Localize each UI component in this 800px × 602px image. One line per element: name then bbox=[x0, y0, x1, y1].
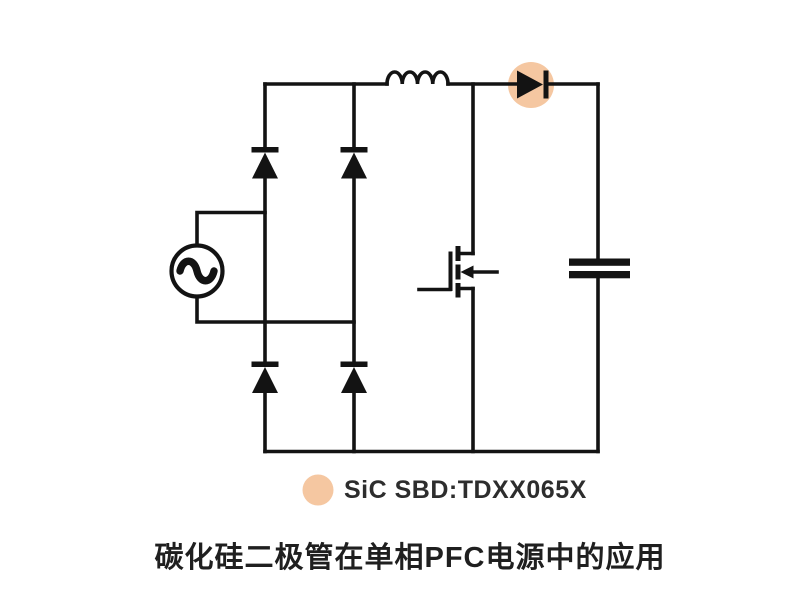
capacitor-plate bbox=[569, 258, 630, 266]
mosfet-channel-segment bbox=[455, 283, 461, 298]
bridge-diode-bottom-right bbox=[340, 361, 368, 393]
legend-marker-circle bbox=[302, 474, 334, 506]
mosfet-channel-segment bbox=[455, 246, 461, 261]
legend-label: SiC SBD:TDXX065X bbox=[344, 475, 587, 504]
schematic-strokes bbox=[169, 70, 630, 454]
sine-wave-glyph bbox=[176, 257, 218, 285]
bridge-branch-right bbox=[340, 82, 368, 454]
legend: SiC SBD:TDXX065X bbox=[302, 474, 587, 506]
ac-source bbox=[169, 210, 356, 324]
bridge-diode-top-right bbox=[340, 147, 368, 179]
bridge-diode-top-left bbox=[251, 147, 279, 179]
mosfet-switch bbox=[417, 82, 499, 454]
boost-inductor bbox=[385, 70, 450, 86]
ac-bottom-lead bbox=[195, 294, 356, 324]
mosfet-gate-bar bbox=[448, 251, 453, 291]
mosfet-channel-segment bbox=[455, 264, 461, 280]
mosfet-body-arrow bbox=[460, 265, 474, 279]
bridge-diode-bottom-left bbox=[251, 361, 279, 393]
sic-boost-diode bbox=[517, 70, 549, 99]
schematic-fills bbox=[169, 70, 630, 454]
capacitor-plate bbox=[569, 271, 630, 279]
output-capacitor bbox=[569, 82, 630, 454]
figure-caption: 碳化硅二极管在单相PFC电源中的应用 bbox=[154, 542, 666, 574]
ac-top-lead bbox=[195, 210, 267, 248]
bridge-branch-left bbox=[251, 82, 279, 454]
